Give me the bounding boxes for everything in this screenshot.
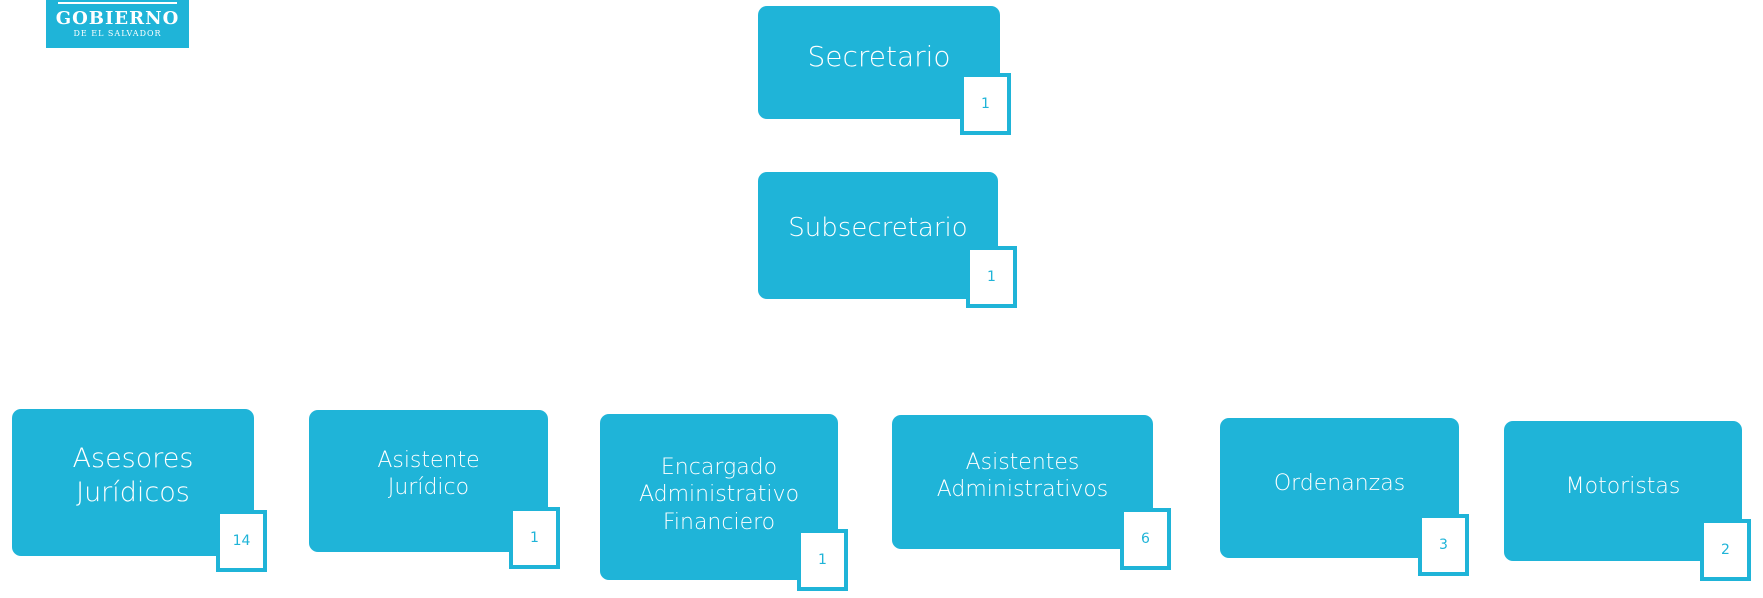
gobierno-logo: GOBIERNO DE EL SALVADOR [46, 0, 189, 48]
count-badge-asistente-juridico: 1 [509, 507, 560, 569]
node-subsecretario: Subsecretario [758, 172, 998, 299]
count-badge-asesores-juridicos: 14 [216, 510, 267, 572]
count-badge-motoristas: 2 [1700, 519, 1751, 581]
node-label-subsecretario: Subsecretario [788, 213, 968, 244]
node-label-secretario: Secretario [807, 40, 951, 73]
node-label-motoristas: Motoristas [1565, 474, 1681, 500]
count-badge-asistentes-administrativos: 6 [1120, 508, 1171, 570]
node-label-asesores-juridicos: Asesores Jurídicos [72, 442, 194, 508]
count-badge-encargado-administrativo-financiero: 1 [797, 529, 848, 591]
node-asistentes-administrativos: Asistentes Administrativos [892, 415, 1153, 549]
count-badge-secretario: 1 [960, 73, 1011, 135]
node-asesores-juridicos: Asesores Jurídicos [12, 409, 254, 556]
node-label-asistente-juridico: Asistente Jurídico [377, 447, 480, 501]
node-label-asistentes-administrativos: Asistentes Administrativos [936, 449, 1109, 503]
count-badge-subsecretario: 1 [966, 246, 1017, 308]
node-label-encargado-administrativo-financiero: Encargado Administrativo Financiero [638, 454, 800, 535]
node-asistente-juridico: Asistente Jurídico [309, 410, 548, 552]
count-badge-ordenanzas: 3 [1418, 514, 1469, 576]
logo-line-1: GOBIERNO [55, 8, 180, 29]
node-label-ordenanzas: Ordenanzas [1273, 471, 1406, 497]
node-secretario: Secretario [758, 6, 1000, 119]
logo-line-2: DE EL SALVADOR [73, 29, 162, 38]
